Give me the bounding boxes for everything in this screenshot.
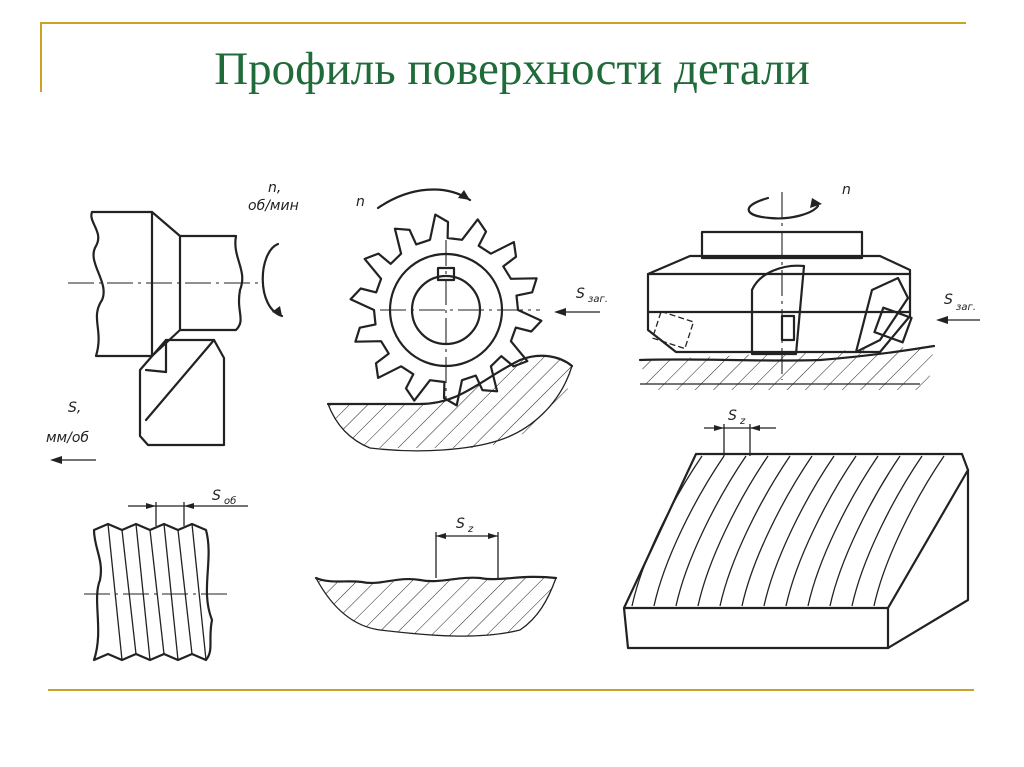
turning-feed-unit: мм/об xyxy=(46,430,89,446)
furrow-line xyxy=(741,455,813,607)
tooth-feed-label: S xyxy=(456,516,465,532)
face-mill-feed-sub: заг. xyxy=(956,302,976,313)
face-mill-speed-label: n xyxy=(842,182,851,198)
tooth-feed2-sub: z xyxy=(739,416,746,427)
furrowed-block-diagram xyxy=(622,424,970,650)
furrow-line xyxy=(631,455,703,607)
furrow-line xyxy=(785,455,857,607)
rev-feed-sub: об xyxy=(224,495,236,507)
furrow-line xyxy=(675,455,747,607)
furrow-line xyxy=(873,455,945,607)
milling-speed-label: n xyxy=(356,194,365,210)
face-mill-feed-label: S xyxy=(944,292,953,308)
tooth-feed2-label: S xyxy=(728,408,737,424)
milling-feed-label: S xyxy=(576,286,585,302)
turning-speed-label: n, xyxy=(268,180,281,196)
milled-surface-diagram xyxy=(314,532,558,637)
tooth-feed-sub: z xyxy=(467,524,474,535)
turning-feed-label: S, xyxy=(68,400,81,416)
furrow-line xyxy=(763,455,835,607)
bottom-rule xyxy=(48,689,974,691)
furrow-line xyxy=(697,455,769,607)
furrow-lines xyxy=(631,455,945,607)
furrow-line xyxy=(851,455,923,607)
milling-feed-sub: заг. xyxy=(588,294,608,305)
face-mill-diagram xyxy=(638,192,980,390)
top-rule xyxy=(40,22,966,24)
milling-cutter-diagram xyxy=(326,188,600,452)
furrow-line xyxy=(829,455,901,607)
left-rule xyxy=(40,22,42,92)
turned-profile-diagram xyxy=(84,502,248,662)
furrow-line xyxy=(653,455,725,607)
furrow-line xyxy=(807,455,879,607)
turning-speed-unit: об/мин xyxy=(248,198,299,214)
furrow-line xyxy=(719,455,791,607)
turning-diagram xyxy=(50,210,284,464)
rev-feed-label: S xyxy=(212,488,221,504)
slide-title: Профиль поверхности детали xyxy=(214,43,810,95)
